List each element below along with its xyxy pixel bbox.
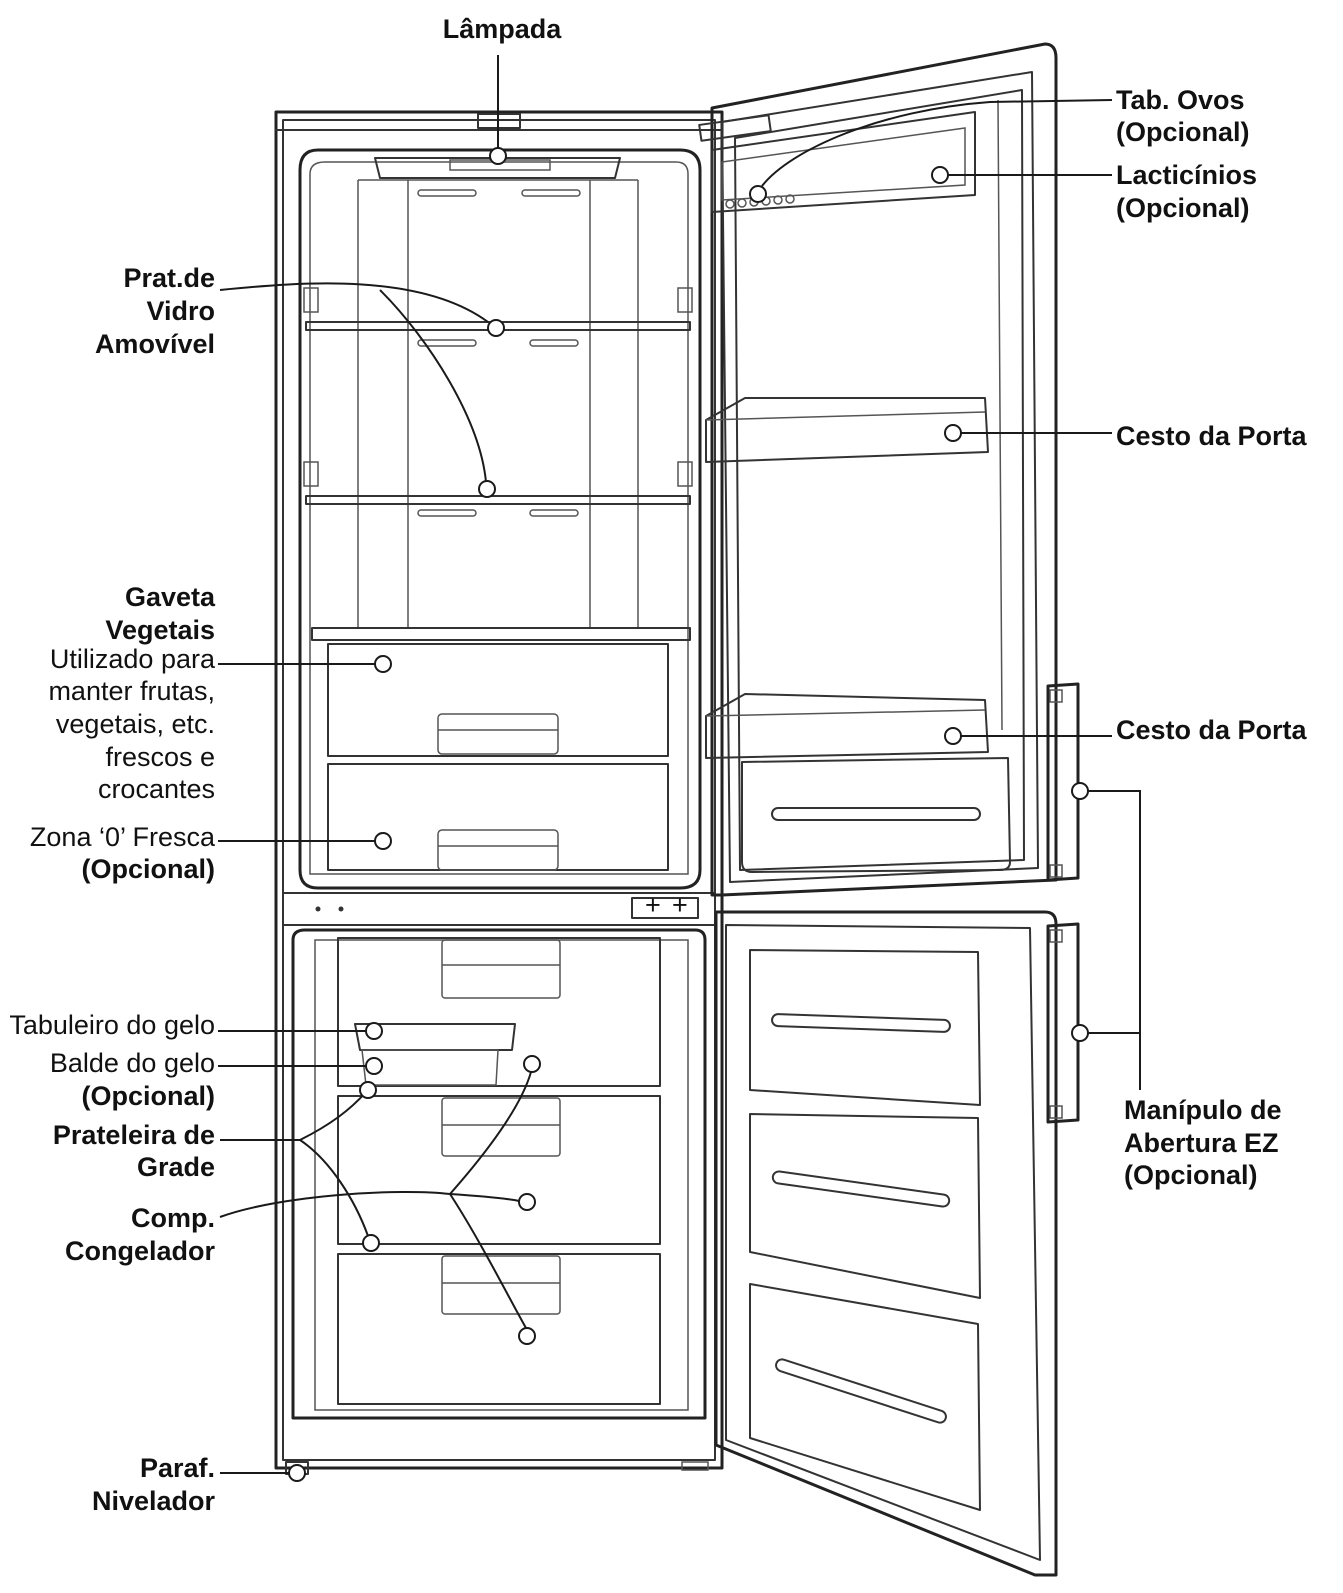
label-gaveta-desc-5: crocantes bbox=[98, 774, 215, 804]
label-paraf-1: Paraf. bbox=[140, 1453, 215, 1483]
callout-dot-cesto-2 bbox=[944, 727, 962, 745]
label-lampada: Lâmpada bbox=[443, 14, 563, 44]
labels: Lâmpada Prat.de Vidro Amovível Gaveta Ve… bbox=[9, 14, 1307, 1516]
egg-tray bbox=[725, 194, 795, 209]
label-zona-2: (Opcional) bbox=[82, 854, 216, 884]
callout-dot-ovos bbox=[749, 185, 767, 203]
label-lact-2: (Opcional) bbox=[1116, 193, 1250, 223]
label-vidro-1: Prat.de bbox=[123, 263, 215, 293]
label-balde-1: Balde do gelo bbox=[50, 1048, 215, 1078]
callout-dot-grade-1 bbox=[359, 1081, 377, 1099]
label-gaveta-1: Gaveta bbox=[125, 582, 216, 612]
ice-tray bbox=[354, 1023, 516, 1086]
callout-dot-zona bbox=[374, 832, 392, 850]
lamp-housing bbox=[374, 157, 621, 179]
label-ovos-1: Tab. Ovos bbox=[1116, 85, 1245, 115]
label-congelador-1: Comp. bbox=[131, 1203, 215, 1233]
label-congelador-2: Congelador bbox=[65, 1236, 215, 1266]
label-gaveta-2: Vegetais bbox=[105, 615, 215, 645]
label-gaveta-desc-2: manter frutas, bbox=[48, 676, 215, 706]
upper-handle bbox=[1046, 682, 1080, 882]
callout-dot-congelador-3 bbox=[518, 1327, 536, 1345]
callout-dot-gaveta bbox=[374, 655, 392, 673]
label-ovos-2: (Opcional) bbox=[1116, 117, 1250, 147]
callout-dot-congelador-2 bbox=[518, 1193, 536, 1211]
label-gaveta-desc-4: frescos e bbox=[105, 742, 215, 772]
label-paraf-2: Nivelador bbox=[92, 1486, 216, 1516]
cabinet: + + bbox=[274, 110, 724, 1475]
label-balde-2: (Opcional) bbox=[82, 1081, 216, 1111]
callout-dot-lact bbox=[931, 166, 949, 184]
label-gaveta-desc-3: vegetais, etc. bbox=[56, 709, 215, 739]
label-cesto-2: Cesto da Porta bbox=[1116, 715, 1308, 745]
callout-dot-lampada bbox=[489, 147, 507, 165]
label-manipulo-3: (Opcional) bbox=[1124, 1160, 1258, 1190]
freezer-compartment bbox=[291, 928, 707, 1420]
callout-dot-congelador-1 bbox=[523, 1055, 541, 1073]
label-cesto-1: Cesto da Porta bbox=[1116, 421, 1308, 451]
label-lact-1: Lacticínios bbox=[1116, 160, 1257, 190]
svg-text:+: + bbox=[672, 890, 688, 920]
vents bbox=[417, 189, 581, 517]
callout-dot-manipulo-1 bbox=[1071, 782, 1089, 800]
fridge-compartment bbox=[298, 148, 702, 890]
callout-dot-vidro-1 bbox=[487, 319, 505, 337]
callout-dot-cesto-1 bbox=[944, 424, 962, 442]
freezer-drawers bbox=[337, 937, 661, 1405]
label-tabuleiro: Tabuleiro do gelo bbox=[9, 1010, 215, 1040]
label-vidro-3: Amovível bbox=[95, 329, 215, 359]
leader-lines bbox=[218, 55, 1141, 1482]
svg-text:+: + bbox=[645, 890, 661, 920]
lower-handle bbox=[1046, 922, 1080, 1124]
label-gaveta-desc-1: Utilizado para bbox=[50, 644, 216, 674]
vegetable-drawers bbox=[311, 627, 691, 871]
callout-dot-manipulo-2 bbox=[1071, 1024, 1089, 1042]
callout-dot-grade-2 bbox=[362, 1234, 380, 1252]
label-manipulo-1: Manípulo de bbox=[1124, 1095, 1282, 1125]
lower-door bbox=[714, 910, 1080, 1577]
upper-door bbox=[698, 42, 1080, 897]
label-vidro-2: Vidro bbox=[146, 296, 215, 326]
callout-dot-balde bbox=[365, 1057, 383, 1075]
callout-dot-tabuleiro bbox=[365, 1022, 383, 1040]
label-grade-1: Prateleira de bbox=[53, 1120, 215, 1150]
label-grade-2: Grade bbox=[137, 1152, 215, 1182]
label-manipulo-2: Abertura EZ bbox=[1124, 1128, 1279, 1158]
callout-dot-vidro-2 bbox=[478, 480, 496, 498]
label-zona-1: Zona ‘0’ Fresca bbox=[30, 822, 216, 852]
glass-shelves bbox=[303, 287, 693, 505]
callout-dot-paraf bbox=[288, 1464, 306, 1482]
